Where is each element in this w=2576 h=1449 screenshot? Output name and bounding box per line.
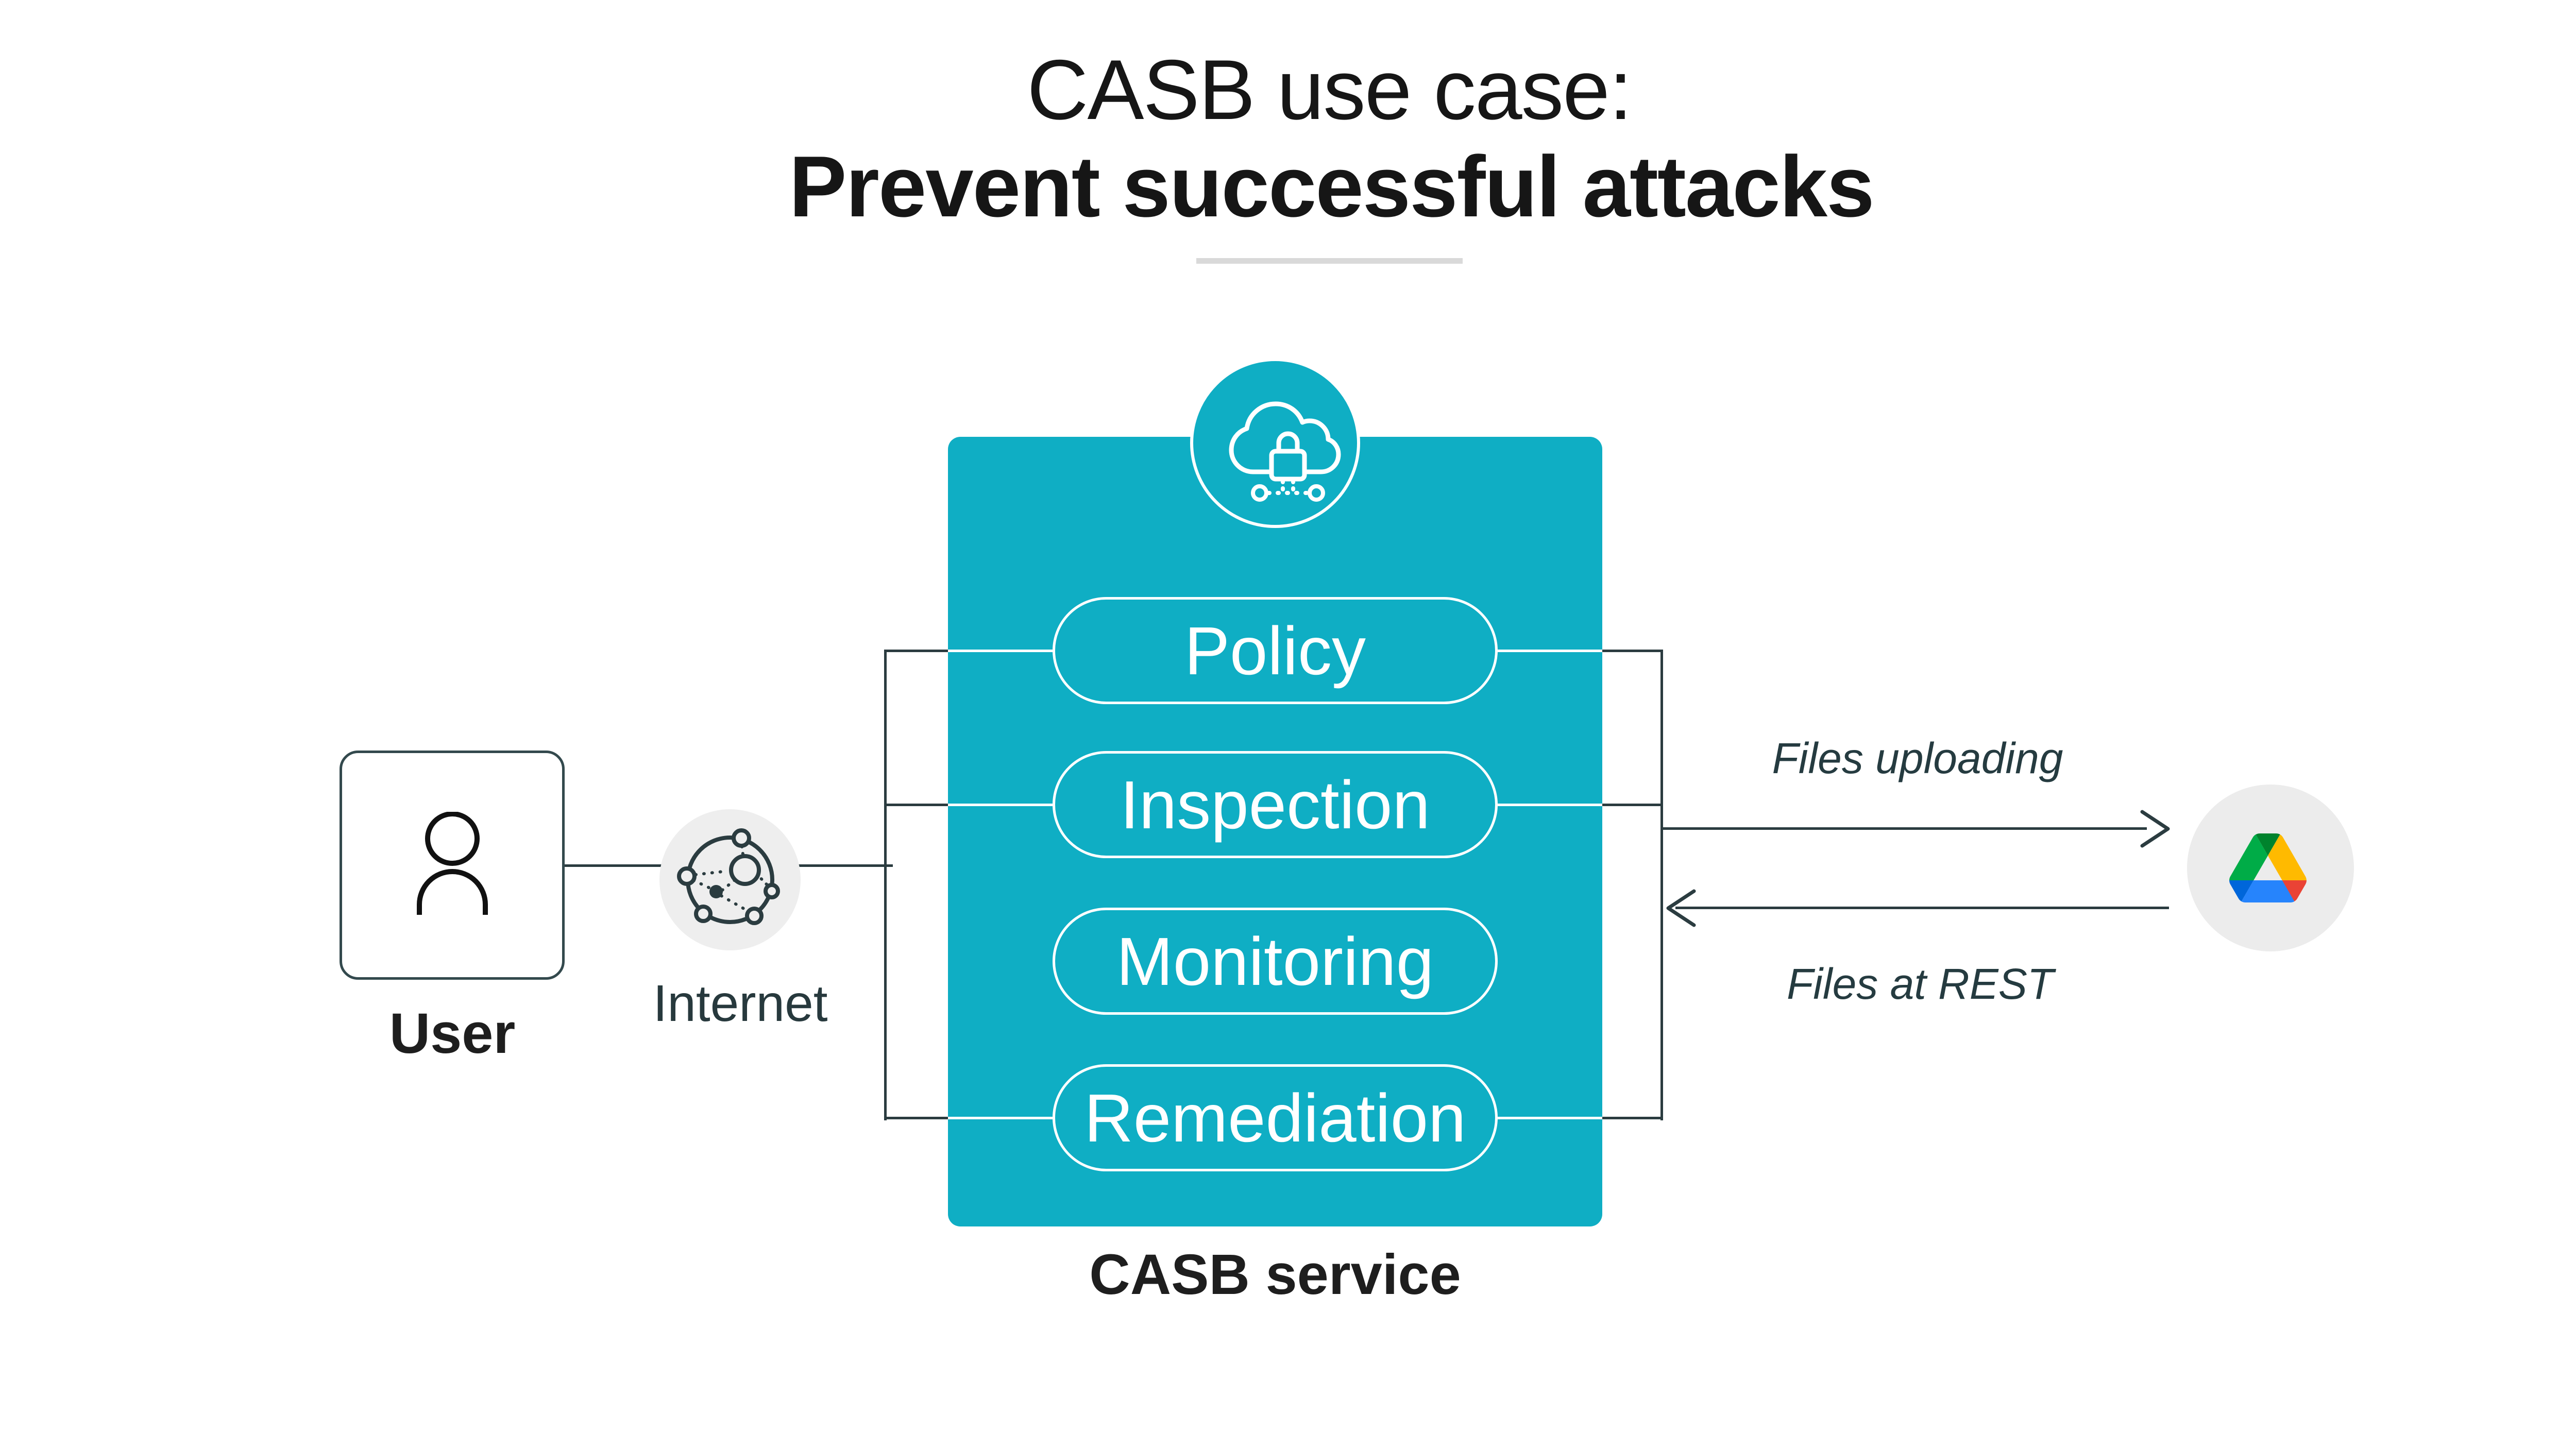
right-connector-policy (1600, 650, 1663, 652)
left-connector-inspection (884, 804, 951, 806)
rest-flow-label: Files at REST (1786, 960, 2054, 1008)
rest-arrow-line (1675, 907, 2169, 909)
inner-connector-inspection-left (948, 804, 1053, 806)
inner-connector-inspection-right (1498, 804, 1602, 806)
google-drive-icon (2229, 833, 2307, 902)
pill-policy: Policy (1053, 597, 1498, 704)
upload-flow-label: Files uploading (1772, 734, 2063, 782)
arrow-right-icon (2140, 810, 2170, 848)
user-label: User (389, 1002, 516, 1065)
page-title-line2: Prevent successful attacks (789, 138, 1874, 235)
casb-service-label: CASB service (1089, 1243, 1461, 1306)
pill-monitoring: Monitoring (1053, 908, 1498, 1015)
internet-label: Internet (653, 975, 828, 1032)
inner-connector-policy-right (1498, 650, 1602, 652)
cloud-app-circle (2187, 785, 2354, 951)
inner-connector-remediation-right (1498, 1117, 1602, 1119)
pill-inspection: Inspection (1053, 751, 1498, 858)
inner-connector-policy-left (948, 650, 1053, 652)
person-icon (416, 811, 488, 915)
user-box (340, 751, 565, 980)
pill-monitoring-label: Monitoring (1116, 923, 1434, 999)
page-title-line1: CASB use case: (1027, 42, 1632, 137)
cloud-lock-icon (1229, 401, 1341, 502)
casb-cloud-badge (1190, 358, 1360, 528)
title-divider (1196, 258, 1463, 264)
left-connector-policy (884, 650, 951, 652)
right-connector-inspection (1600, 804, 1663, 806)
left-bracket-vertical (884, 650, 887, 1120)
inner-connector-remediation-left (948, 1117, 1053, 1119)
pill-remediation: Remediation (1053, 1064, 1498, 1171)
arrow-left-icon (1666, 889, 1696, 927)
network-nodes-icon (677, 828, 780, 925)
pill-inspection-label: Inspection (1120, 766, 1430, 843)
pill-policy-label: Policy (1184, 612, 1366, 689)
right-bracket-vertical (1660, 650, 1663, 1120)
upload-arrow-line (1662, 827, 2147, 830)
left-connector-remediation (884, 1117, 951, 1119)
pill-remediation-label: Remediation (1084, 1080, 1466, 1156)
right-connector-remediation (1600, 1117, 1663, 1119)
